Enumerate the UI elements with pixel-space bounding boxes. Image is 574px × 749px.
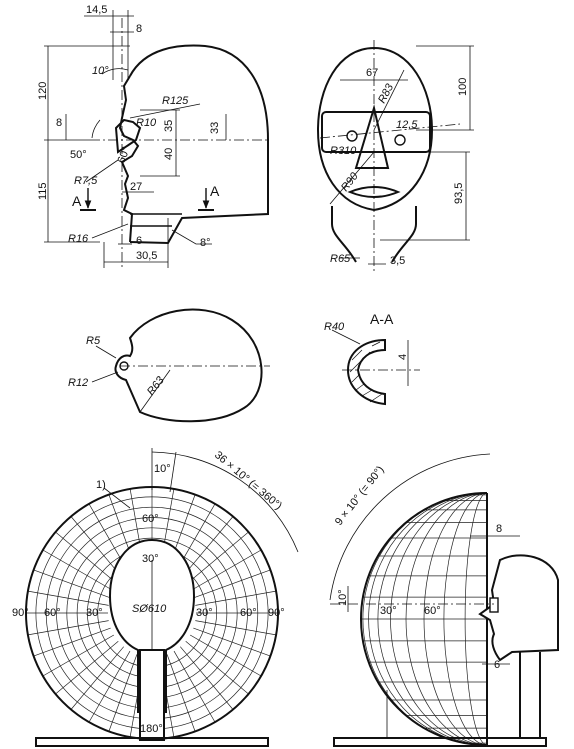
dim-r63: R63	[145, 374, 167, 398]
dim-40: 40	[163, 148, 175, 160]
dim-r125: R125	[162, 95, 189, 107]
front-nose	[354, 104, 390, 169]
sphere-front-right60: 60°	[240, 607, 257, 619]
section-label-right: A	[210, 183, 220, 199]
sphere-side-base	[333, 737, 547, 747]
sphere-side-stand	[519, 652, 541, 738]
sphere-front-lat30: 30°	[142, 553, 159, 565]
sphere-front-left30: 30°	[86, 607, 103, 619]
dim-r5: R5	[86, 335, 101, 347]
sphere-side-lat60: 60°	[424, 605, 441, 617]
top-view: R5 R12 R63	[68, 308, 270, 423]
sphere-front-base	[35, 737, 269, 747]
dim-67: 67	[366, 67, 378, 79]
front-view: 67 R83 100 12,5 R310 R90 93,5 R65 3,5	[316, 40, 474, 272]
section-hatching	[349, 341, 383, 403]
dim-4: 4	[397, 354, 409, 360]
sphere-front-left90: 90°	[12, 607, 29, 619]
dim-27: 27	[130, 181, 142, 193]
sphere-side-eye-block	[489, 597, 499, 613]
sphere-front-stand	[139, 649, 165, 741]
side-neck	[130, 213, 182, 227]
dim-r10: R10	[136, 117, 157, 129]
dim-33: 33	[209, 122, 221, 134]
dim-r310: R310	[330, 145, 357, 157]
dim-12-5: 12,5	[396, 119, 418, 131]
sphere-front-right30: 30°	[196, 607, 213, 619]
dim-60-deg: 60°	[116, 145, 133, 165]
dim-30-5: 30,5	[136, 250, 157, 262]
dim-14-5: 14,5	[86, 4, 107, 16]
section-shape	[346, 338, 386, 406]
dim-r12: R12	[68, 377, 88, 389]
front-mouth	[347, 186, 401, 198]
dim-35: 35	[163, 120, 175, 132]
sphere-front-lat60: 60°	[142, 513, 159, 525]
section-label-left: A	[72, 193, 82, 209]
side-view: A A 120 115 8 14,5 8 10° R125 R10 35 40 …	[37, 4, 270, 268]
sphere-side-step: 10°	[337, 589, 349, 606]
dim-50-deg: 50°	[70, 149, 87, 161]
dim-r65: R65	[330, 253, 351, 265]
sphere-front-view: 36 × 10° (= 360°) 10° 1) 60° 30° SØ610 9…	[12, 448, 299, 747]
sphere-side-head	[478, 554, 559, 662]
dim-r16: R16	[68, 233, 89, 245]
sphere-side-view: 9 × 10° (= 90°) 8 10° 30° 60° 6	[329, 453, 559, 747]
dim-3-5: 3,5	[390, 255, 405, 267]
front-horizontal-axis	[319, 123, 461, 139]
sphere-side-w8: 8	[496, 523, 502, 535]
sphere-side-arc: 9 × 10° (= 90°)	[333, 464, 387, 528]
sphere-front-diam: SØ610	[132, 603, 167, 615]
dim-10-deg: 10°	[92, 65, 109, 77]
sphere-front-note: 1)	[96, 479, 106, 491]
section-view: A-A R40 4	[324, 311, 420, 406]
side-nose	[114, 118, 142, 154]
sphere-front-bottom: 180°	[140, 723, 163, 735]
dim-6: 6	[136, 235, 142, 247]
dim-8-left: 8	[56, 117, 62, 129]
sphere-front-right90: 90°	[268, 607, 285, 619]
sphere-front-circ-label: 36 × 10° (= 360°)	[212, 449, 284, 512]
sphere-front-left60: 60°	[44, 607, 61, 619]
dim-8-deg: 8°	[200, 237, 211, 249]
sphere-side-outline	[360, 492, 488, 746]
front-neck	[331, 206, 417, 263]
section-title: A-A	[370, 311, 394, 327]
dim-100: 100	[457, 78, 469, 96]
sphere-side-w6: 6	[494, 659, 500, 671]
dim-r40: R40	[324, 321, 345, 333]
sphere-side-lat30: 30°	[380, 605, 397, 617]
dim-115: 115	[37, 182, 49, 200]
dim-r7-5: R7,5	[74, 175, 98, 187]
dim-8-top: 8	[136, 23, 142, 35]
dim-r83: R83	[376, 81, 396, 105]
side-face-profile	[118, 75, 140, 243]
dim-93-5: 93,5	[453, 183, 465, 204]
front-eye-band	[321, 111, 431, 153]
front-left-eye	[346, 130, 358, 142]
top-head-outline	[114, 308, 263, 423]
dim-120: 120	[37, 82, 49, 100]
front-right-eye	[394, 134, 406, 146]
sphere-front-step: 10°	[154, 463, 171, 475]
side-head-outline	[129, 44, 269, 245]
